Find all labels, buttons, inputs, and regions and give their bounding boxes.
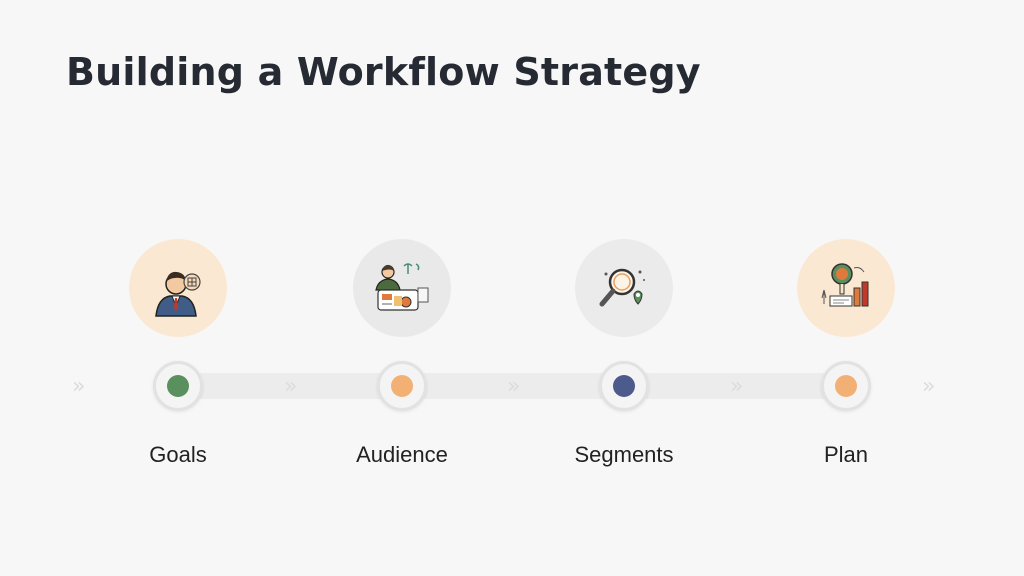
step-icon-circle xyxy=(797,239,895,337)
node-dot xyxy=(835,375,857,397)
page-title: Building a Workflow Strategy xyxy=(66,50,701,94)
step-label: Plan xyxy=(823,442,869,467)
timeline-node xyxy=(377,361,427,411)
audience-icon xyxy=(375,263,429,311)
chevron-icon: » xyxy=(922,374,936,399)
step-icon-circle xyxy=(129,239,227,337)
timeline-node xyxy=(821,361,871,411)
node-dot xyxy=(613,375,635,397)
step-label: Segments xyxy=(574,442,674,467)
timeline-node xyxy=(153,361,203,411)
node-dot xyxy=(391,375,413,397)
timeline-track xyxy=(178,373,848,399)
chevron-icon: » xyxy=(72,374,86,399)
chevron-icon: » xyxy=(730,374,744,399)
plan-icon xyxy=(821,263,869,307)
timeline-node xyxy=(599,361,649,411)
chevron-icon: » xyxy=(284,374,298,399)
step-icon-circle xyxy=(353,239,451,337)
businessman-icon xyxy=(155,271,201,317)
node-dot xyxy=(167,375,189,397)
magnifier-icon xyxy=(599,268,645,307)
step-label: Goals xyxy=(149,442,207,467)
step-icon-circle xyxy=(575,239,673,337)
chevron-icon: » xyxy=(507,374,521,399)
step-label: Audience xyxy=(356,442,448,467)
